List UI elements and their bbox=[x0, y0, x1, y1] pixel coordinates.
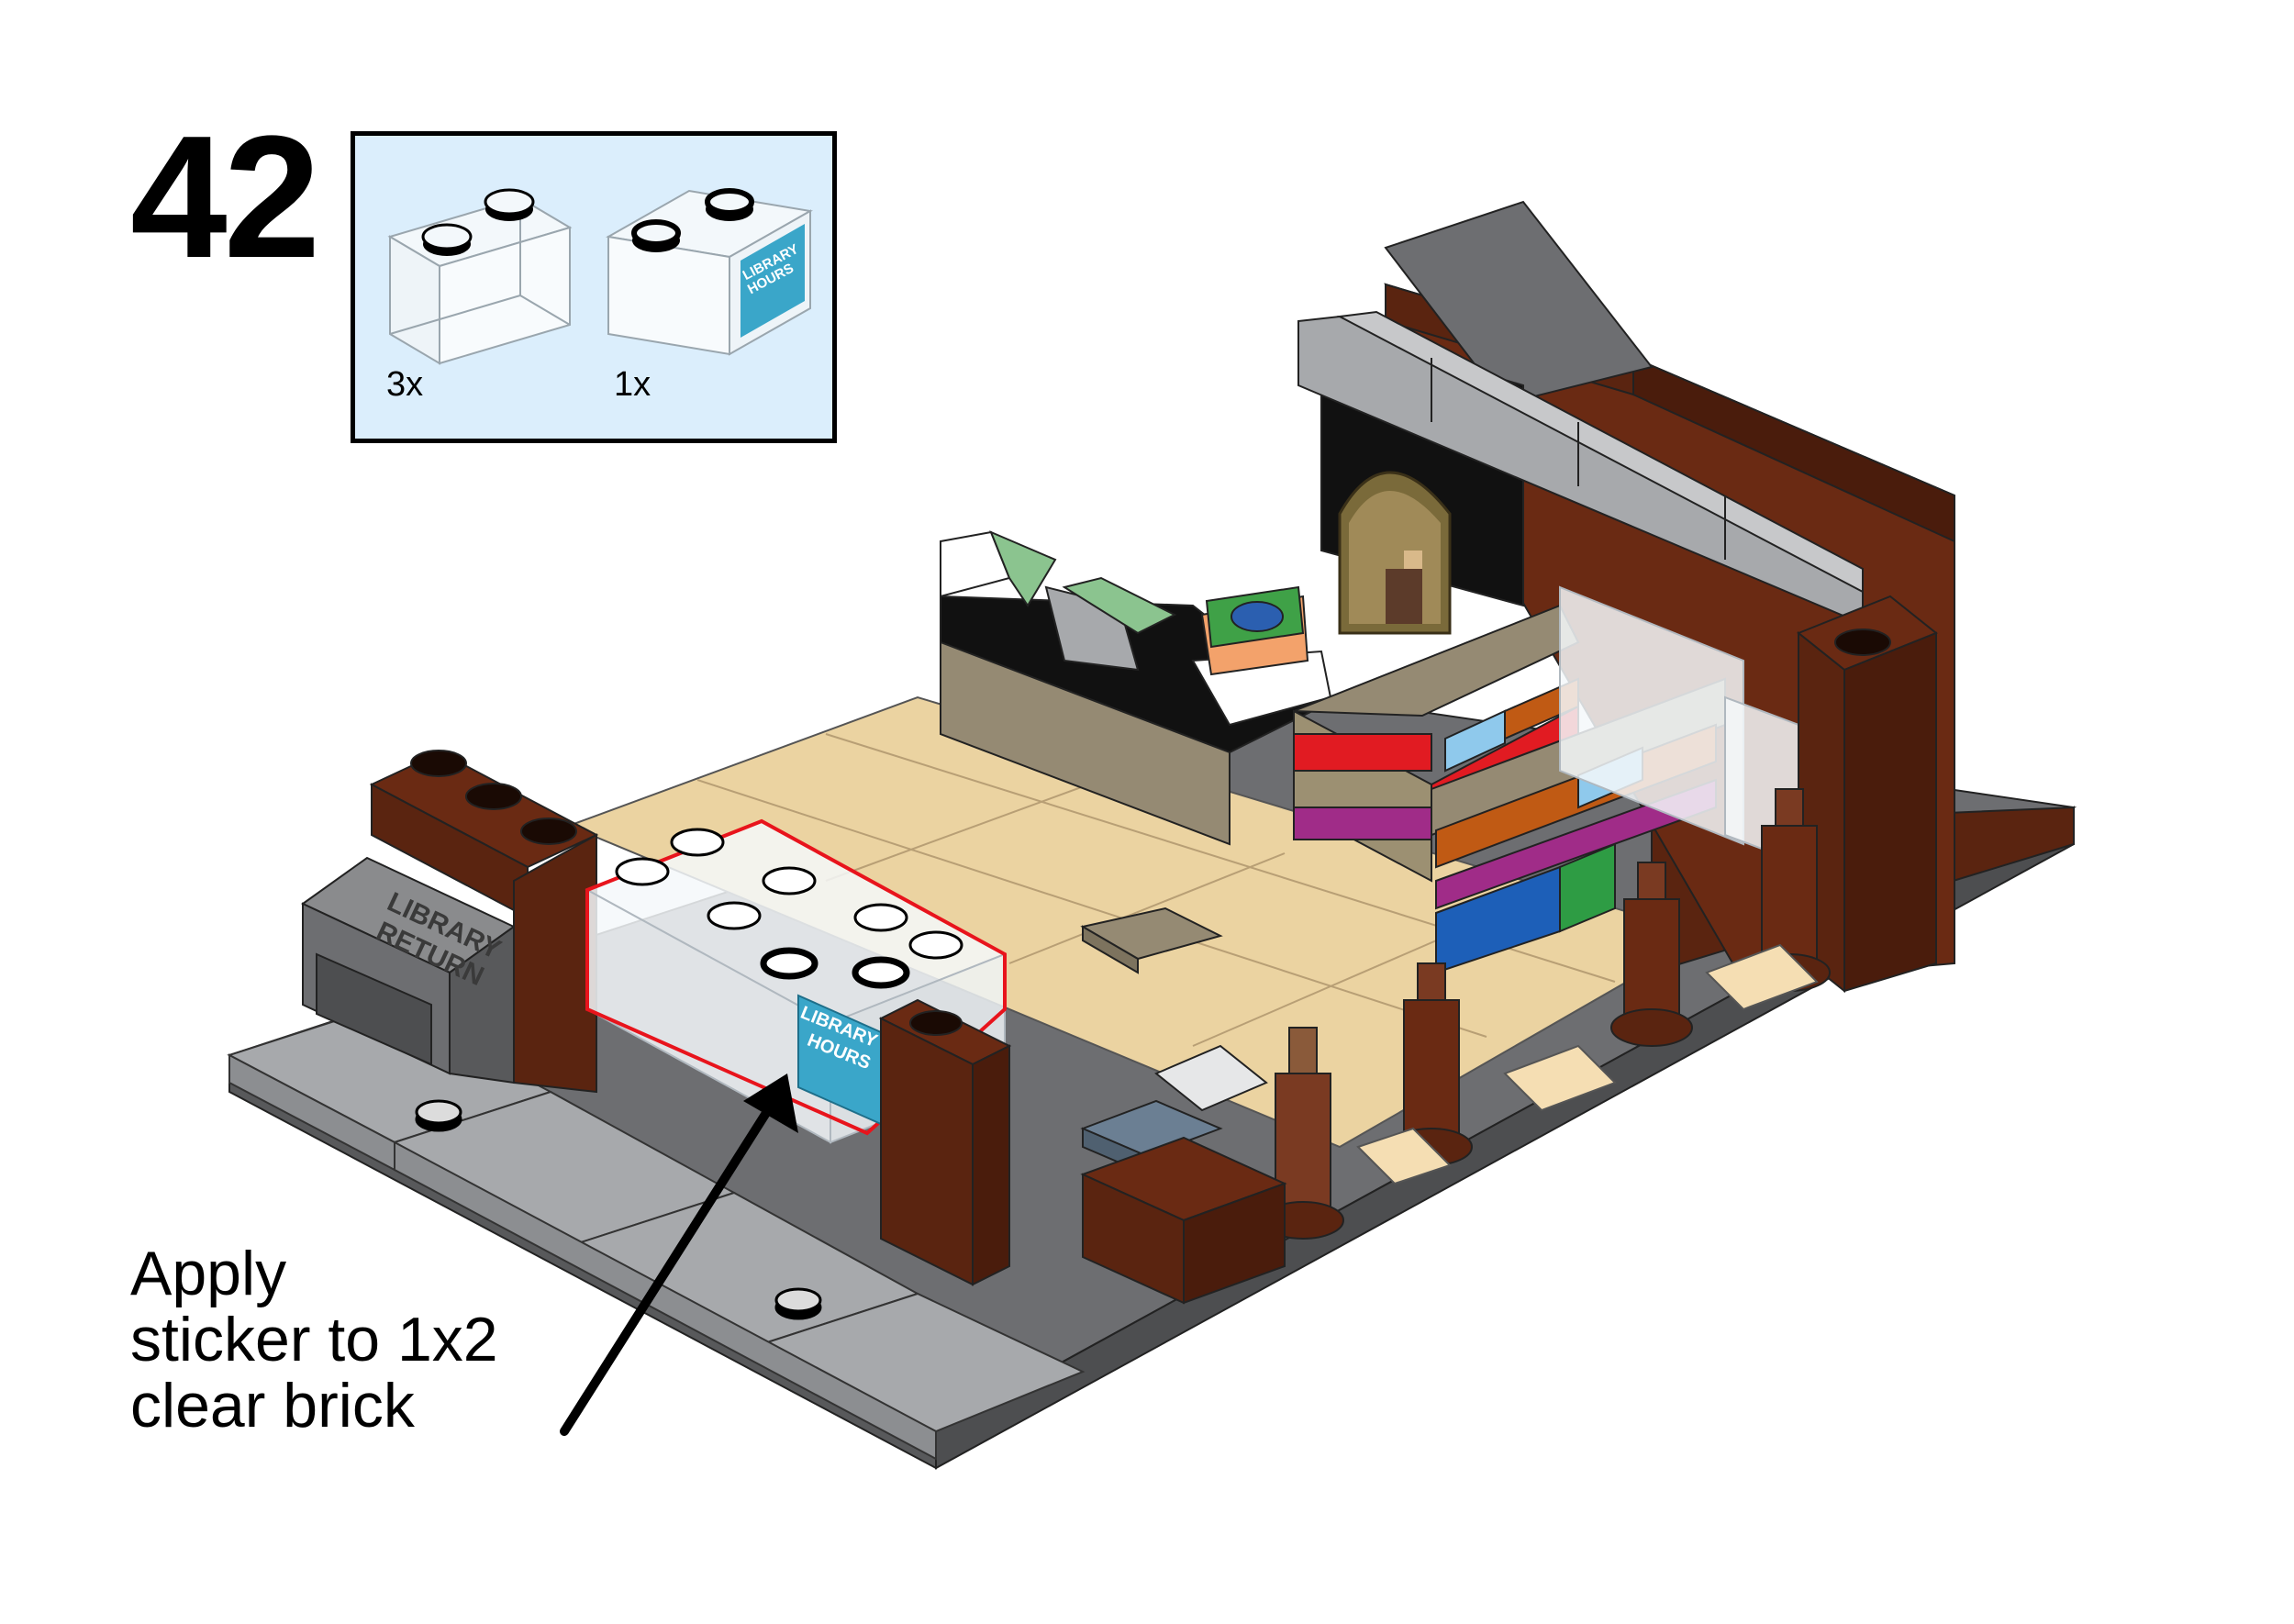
front-brown-pillar bbox=[878, 998, 1012, 1286]
left-brown-wall bbox=[369, 750, 599, 919]
part-count-1: 3x bbox=[386, 365, 424, 404]
left-brown-column bbox=[513, 833, 597, 1094]
step-number: 42 bbox=[130, 100, 320, 295]
sticker-shape bbox=[741, 224, 805, 338]
front-desk bbox=[1080, 1136, 1287, 1305]
counter bbox=[940, 530, 1332, 846]
bookshelf bbox=[1293, 604, 1726, 974]
tan-tiles-front bbox=[1356, 943, 1819, 1185]
slope-row bbox=[1297, 310, 1864, 626]
stud-icon bbox=[631, 188, 754, 252]
parts-list-panel: LIBRARY HOURS 3x 1x bbox=[351, 131, 837, 443]
sidewalk-studs bbox=[415, 1099, 822, 1320]
right-pillar bbox=[1797, 595, 1938, 994]
part-count-2: 1x bbox=[614, 365, 651, 404]
pointer-arrow bbox=[560, 1073, 798, 1436]
stained-glass-painting bbox=[1338, 471, 1452, 635]
clear-brick-part bbox=[387, 196, 573, 365]
highlight-outline bbox=[585, 818, 1007, 1136]
library-return-box bbox=[301, 856, 516, 1085]
clear-bricks-right bbox=[1559, 585, 1799, 864]
clear-studs bbox=[615, 828, 963, 989]
sidewalk-tiles bbox=[227, 1003, 1086, 1461]
instruction-text: Apply sticker to 1x2 clear brick bbox=[130, 1239, 498, 1440]
stud-icon bbox=[421, 188, 535, 256]
desk-items bbox=[1080, 907, 1268, 1176]
parts-illustration: LIBRARY HOURS bbox=[387, 188, 813, 365]
